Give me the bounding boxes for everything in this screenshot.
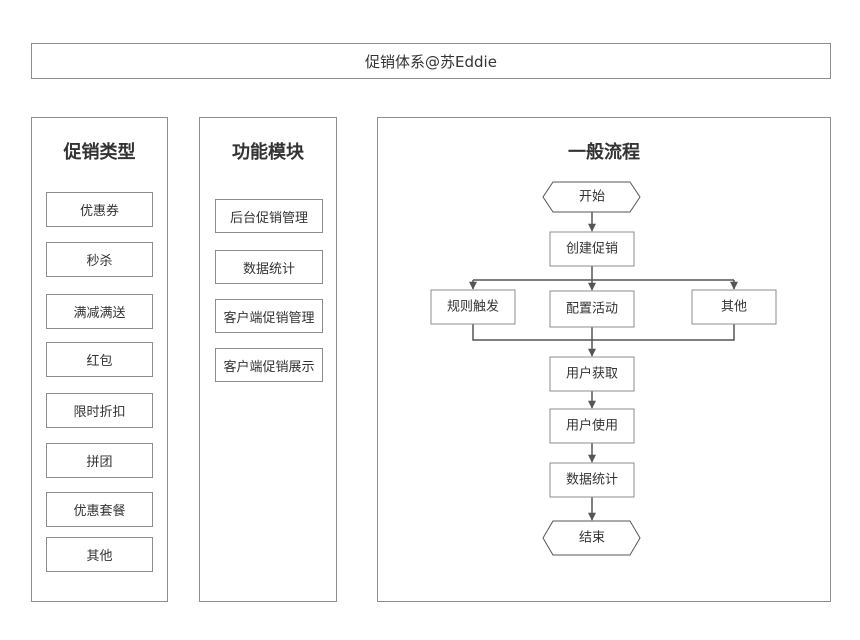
type-group-buy: 拼团	[46, 443, 153, 478]
node-other-label: 其他	[721, 300, 747, 315]
node-start-label: 开始	[579, 190, 605, 205]
general-flow-title: 一般流程	[568, 142, 640, 163]
promotion-types-panel: 促销类型 优惠券 秒杀 满减满送 红包 限时折扣 拼团 优惠套餐 其他	[31, 117, 168, 602]
node-config-activity-label: 配置活动	[566, 302, 618, 317]
node-user-get-label: 用户获取	[566, 366, 618, 382]
diagram-title: 促销体系@苏Eddie	[31, 43, 831, 79]
module-client-management: 客户端促销管理	[215, 299, 323, 333]
node-create	[549, 231, 635, 267]
node-end-label: 结束	[579, 531, 605, 546]
node-data-stats	[549, 462, 635, 498]
module-client-display: 客户端促销展示	[215, 348, 323, 382]
type-coupon: 优惠券	[46, 192, 153, 227]
type-limited-discount: 限时折扣	[46, 393, 153, 428]
node-user-use-label: 用户使用	[566, 418, 618, 434]
node-data-stats-label: 数据统计	[566, 473, 618, 488]
node-user-use	[549, 408, 635, 444]
type-bundle: 优惠套餐	[46, 492, 153, 527]
merge-left	[472, 324, 592, 341]
node-create-label: 创建促销	[566, 242, 618, 257]
node-rule-trigger	[430, 289, 516, 325]
promotion-types-title: 促销类型	[63, 142, 136, 163]
function-modules-title: 功能模块	[232, 142, 304, 163]
type-red-packet: 红包	[46, 342, 153, 377]
node-start	[542, 181, 641, 213]
merge-right	[592, 324, 735, 341]
node-config-activity	[549, 290, 635, 328]
node-user-get	[549, 356, 635, 392]
node-end	[542, 520, 641, 556]
module-backend-management: 后台促销管理	[215, 199, 323, 233]
module-data-statistics: 数据统计	[215, 250, 323, 284]
type-other: 其他	[46, 537, 153, 572]
function-modules-panel: 功能模块 后台促销管理 数据统计 客户端促销管理 客户端促销展示	[199, 117, 337, 602]
type-flash-sale: 秒杀	[46, 242, 153, 277]
type-discount-gift: 满减满送	[46, 294, 153, 329]
node-rule-trigger-label: 规则触发	[447, 299, 499, 315]
node-other	[691, 289, 777, 325]
